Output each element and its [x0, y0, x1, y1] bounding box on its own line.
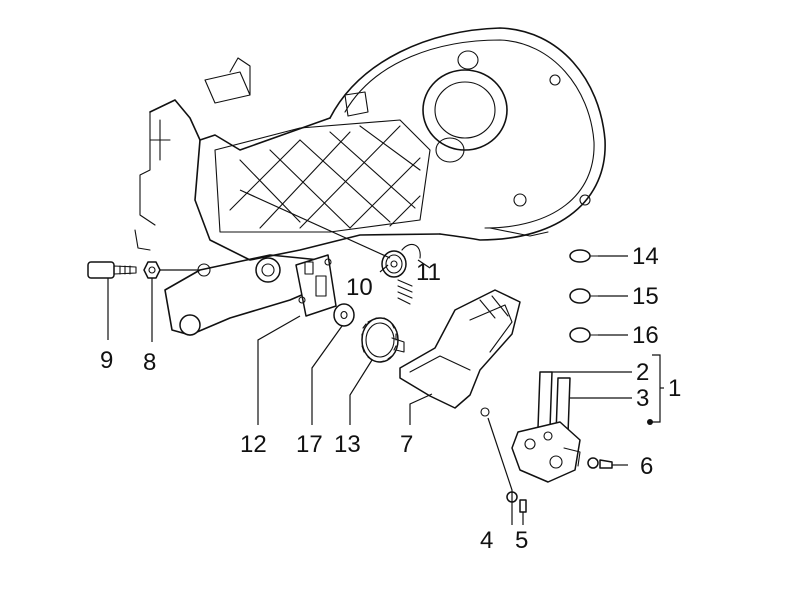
part-label-6: 6 — [640, 453, 653, 480]
small-gear-drawing — [381, 250, 407, 278]
pump-cover-drawing — [399, 289, 521, 417]
part-label-2: 2 — [636, 359, 649, 386]
nut-drawing — [143, 261, 161, 279]
drive-gear-drawing — [361, 317, 405, 363]
part-label-12: 12 — [240, 431, 267, 458]
part-label-3: 3 — [636, 385, 649, 412]
crankcase-drawing — [134, 27, 606, 336]
part-label-5: 5 — [515, 527, 528, 554]
leader-lines — [107, 189, 664, 525]
part-label-7: 7 — [400, 431, 413, 458]
hose-clamp-16-drawing — [569, 327, 599, 343]
oil-pump-drawing — [511, 371, 581, 483]
part-label-4: 4 — [480, 527, 493, 554]
spring-drawing — [397, 243, 421, 305]
part-label-15: 15 — [632, 283, 659, 310]
washer-drawing — [333, 303, 355, 327]
part-label-17: 17 — [296, 431, 323, 458]
hose-clamp-14-drawing — [569, 249, 599, 263]
screw-6-drawing — [587, 457, 613, 469]
hose-clamp-15-drawing — [569, 288, 599, 304]
cover-plate-drawing — [295, 254, 337, 317]
part-label-10: 10 — [346, 274, 373, 301]
part-label-9: 9 — [100, 347, 113, 374]
part-label-8: 8 — [143, 349, 156, 376]
part-label-14: 14 — [632, 243, 659, 270]
stud-bolt-drawing — [87, 261, 137, 279]
part-label-11: 11 — [416, 259, 441, 286]
bolt-5-drawing — [519, 499, 527, 513]
part-label-16: 16 — [632, 322, 659, 349]
part-label-1: 1 — [668, 375, 681, 402]
part-label-13: 13 — [334, 431, 361, 458]
